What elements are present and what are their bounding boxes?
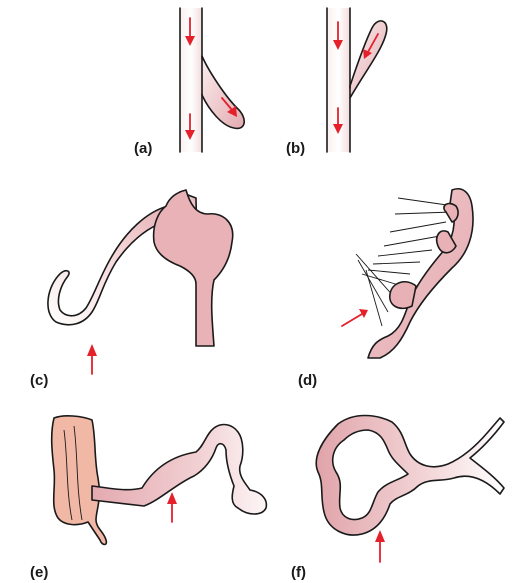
location-arrow-up-icon: [375, 530, 385, 563]
location-arrow-up-icon: [167, 492, 177, 523]
flow-arrow-down-icon: [185, 17, 195, 46]
flow-arrow-down-icon: [185, 113, 195, 140]
location-arrow-diagonal-icon: [341, 309, 368, 327]
c-duct: [152, 189, 234, 347]
e-intestine: [91, 423, 268, 515]
location-arrow-up-icon: [87, 344, 97, 375]
c-tube: [47, 191, 187, 326]
panel-d: (d): [298, 188, 474, 389]
flow-arrow-diagonal-icon: [363, 33, 379, 59]
panel-c: (c): [30, 189, 234, 389]
f-loop: [315, 414, 505, 536]
flow-arrow-down-icon: [333, 21, 343, 50]
panel-label-e: (e): [30, 564, 48, 581]
vessel-a: [180, 8, 202, 152]
flow-arrow-diagonal-icon: [221, 97, 237, 117]
panel-label-c: (c): [30, 372, 48, 389]
panel-a: (a): [134, 7, 245, 157]
panel-label-a: (a): [134, 140, 152, 157]
vessel-b: [327, 8, 350, 152]
d-colon-segment: [367, 188, 474, 359]
pouch-b: [349, 20, 388, 99]
panel-f: (f): [291, 414, 505, 581]
pouch-a: [201, 55, 245, 130]
e-colon: [50, 415, 108, 546]
diverticula: [389, 202, 459, 310]
panel-e: (e): [30, 415, 268, 581]
panel-label-f: (f): [291, 564, 306, 581]
panel-label-b: (b): [286, 140, 305, 157]
flow-arrow-down-icon: [333, 107, 343, 134]
panel-b: (b): [286, 7, 388, 157]
panel-label-d: (d): [298, 372, 317, 389]
